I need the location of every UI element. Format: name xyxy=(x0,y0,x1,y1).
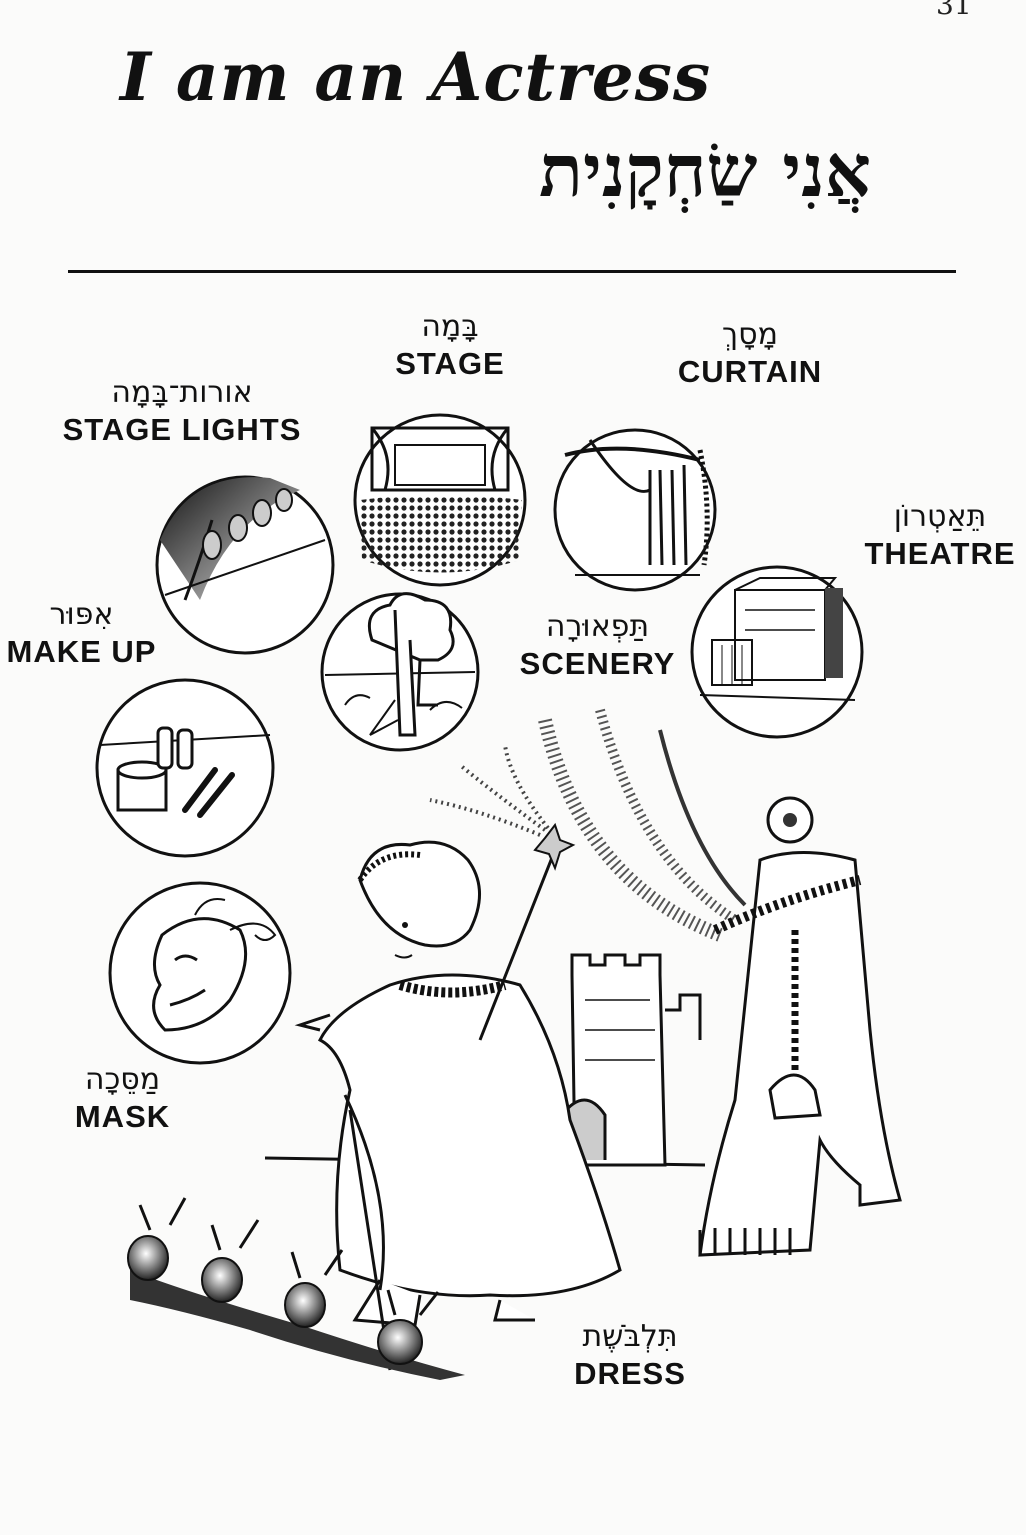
label-stage-lights-english: STAGE LIGHTS xyxy=(62,412,302,447)
title-divider xyxy=(68,270,956,273)
label-curtain: מָסָךְ CURTAIN xyxy=(660,317,840,389)
label-scenery-hebrew: תַּפְאוּרָה xyxy=(545,609,650,644)
stage-lights-image xyxy=(155,475,335,655)
label-stage-english: STAGE xyxy=(395,346,505,381)
actress-scene xyxy=(127,708,902,1380)
label-make-up-english: MAKE UP xyxy=(6,634,157,669)
label-theatre-english: THEATRE xyxy=(864,536,1016,571)
label-make-up: אִפּוּר MAKE UP xyxy=(4,597,159,669)
label-scenery: תַּפְאוּרָה SCENERY xyxy=(515,609,680,681)
mask-image xyxy=(108,881,292,1065)
label-dress: תִּלְבֹּשֶׁת DRESS xyxy=(555,1319,705,1391)
label-stage-lights-hebrew: אורות־בָּמָה xyxy=(111,375,253,410)
label-mask: מַסֵּכָה MASK xyxy=(55,1062,190,1134)
label-dress-hebrew: תִּלְבֹּשֶׁת xyxy=(582,1319,678,1354)
label-stage: בָּמָה STAGE xyxy=(370,309,530,381)
make-up-image xyxy=(95,678,275,858)
label-curtain-english: CURTAIN xyxy=(677,354,823,389)
label-mask-english: MASK xyxy=(74,1099,171,1134)
page-title: I am an Actress xyxy=(120,38,712,116)
theatre-image xyxy=(690,565,864,739)
label-stage-lights: אורות־בָּמָה STAGE LIGHTS xyxy=(62,375,302,447)
page-number: 31 xyxy=(936,0,972,21)
label-scenery-english: SCENERY xyxy=(519,646,676,681)
label-dress-english: DRESS xyxy=(574,1356,686,1391)
label-make-up-hebrew: אִפּוּר xyxy=(49,597,114,632)
page-title-hebrew: אֲנִי שַׂחְקָנִית xyxy=(539,128,871,213)
label-stage-hebrew: בָּמָה xyxy=(421,309,479,344)
label-theatre-hebrew: תֵּאַטְרוֹן xyxy=(893,499,987,534)
label-mask-hebrew: מַסֵּכָה xyxy=(84,1062,161,1097)
stage-image xyxy=(353,413,527,587)
scenery-image xyxy=(320,592,480,752)
label-curtain-hebrew: מָסָךְ xyxy=(722,317,778,352)
label-theatre: תֵּאַטְרוֹן THEATRE xyxy=(860,499,1020,571)
curtain-image xyxy=(553,428,717,592)
